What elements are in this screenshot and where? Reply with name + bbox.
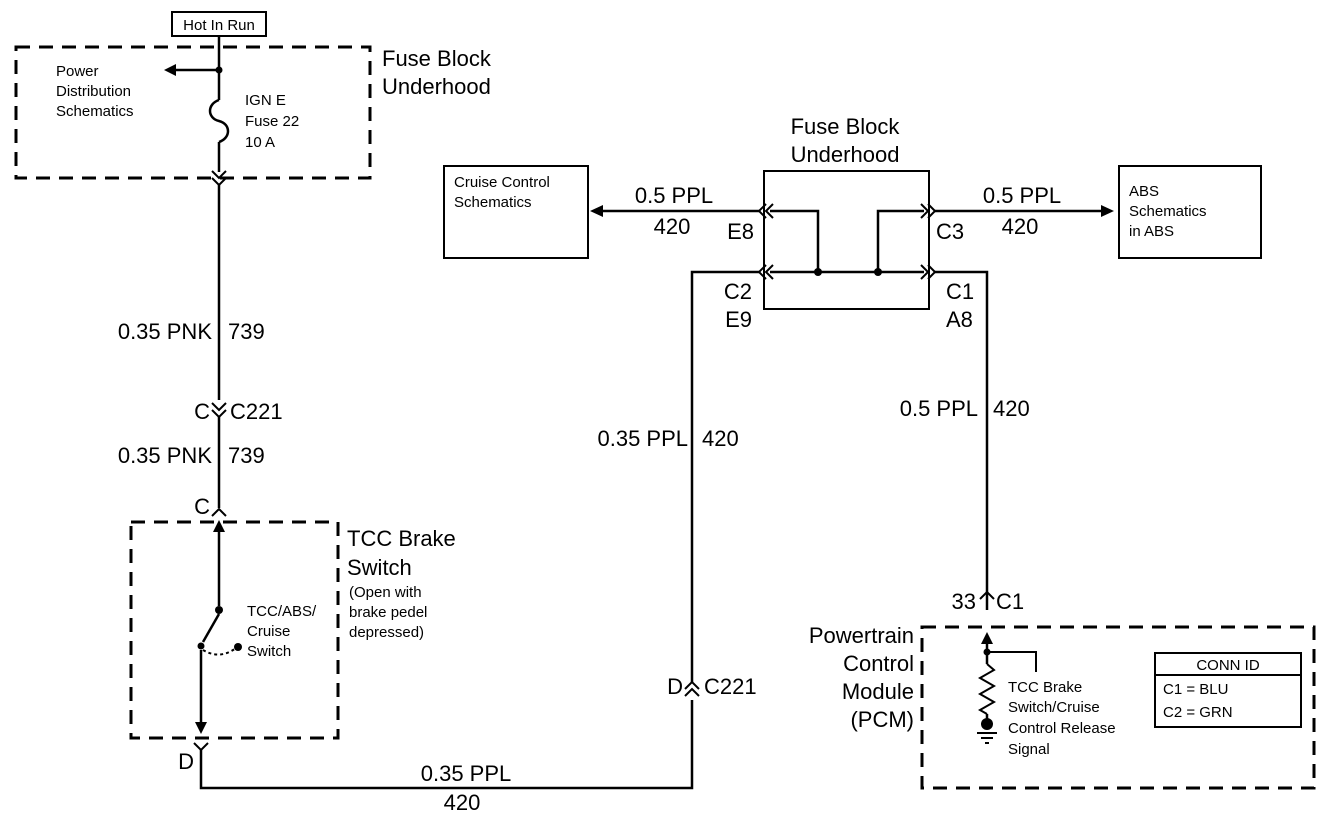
cruise-box-label-2: Schematics — [454, 194, 532, 211]
pcm-signal-label-4: Signal — [1008, 741, 1050, 758]
switch-blade-icon — [201, 613, 221, 643]
pcm-signal-label-3: Control Release — [1008, 720, 1116, 737]
switch-connector-c-icon — [211, 507, 227, 517]
tcc-switch-title-2: Switch — [347, 555, 412, 580]
resistor-icon — [977, 663, 997, 715]
tcc-switch-note-2: brake pedel — [349, 604, 427, 621]
arrow-left-icon — [590, 205, 603, 217]
connector-chevron-icon — [211, 170, 227, 180]
abs-box-label-1: ABS — [1129, 183, 1159, 200]
wire-mid-right-circuit: 420 — [993, 396, 1030, 421]
arrow-down-icon — [195, 722, 207, 734]
wire-mid-left-circuit: 420 — [702, 426, 739, 451]
splice-dot — [814, 268, 822, 276]
hot-in-run-label: Hot In Run — [171, 11, 267, 37]
cruise-box-label-1: Cruise Control — [454, 174, 550, 191]
switch-pivot-dot — [197, 642, 205, 650]
conn-id-title: CONN ID — [1196, 657, 1260, 674]
pcm-signal-label-1: TCC Brake — [1008, 679, 1082, 696]
wire-bottom-size-color: 0.35 PPL — [421, 761, 512, 786]
fuse-block-upper-subtitle: Underhood — [382, 74, 491, 99]
fuse-block-mid-title: Fuse Block — [791, 114, 901, 139]
pcm-title-2: Control — [843, 651, 914, 676]
tcc-switch-outline — [129, 520, 340, 740]
terminal-a8: A8 — [946, 307, 973, 332]
pcm-title-3: Module — [842, 679, 914, 704]
fuse-block-mid-subtitle: Underhood — [791, 142, 900, 167]
arrow-left-icon — [164, 64, 176, 76]
power-dist-label-3: Schematics — [56, 103, 134, 120]
terminal-c3-icon — [920, 203, 930, 219]
abs-box-label-2: Schematics — [1129, 203, 1207, 220]
pcm-signal-label-2: Switch/Cruise — [1008, 699, 1100, 716]
power-dist-label-1: Power — [56, 63, 99, 80]
tcc-switch-note-3: depressed) — [349, 624, 424, 641]
arrow-up-icon — [213, 520, 225, 532]
c221-lower-pin: D — [667, 674, 683, 699]
switch-travel-arc — [202, 647, 237, 656]
fuse-label-2: Fuse 22 — [245, 113, 299, 130]
terminal-c3: C3 — [936, 219, 964, 244]
wire-mid-left-size-color: 0.35 PPL — [597, 426, 688, 451]
conn-id-row-1: C1 = BLU — [1163, 681, 1228, 698]
wire-pnk-size-color-2: 0.35 PNK — [118, 443, 212, 468]
wire-left-top-size-color: 0.5 PPL — [635, 183, 713, 208]
switch-label-3: Switch — [247, 643, 291, 660]
c221-upper-pin: C — [194, 399, 210, 424]
pcm-title-4: (PCM) — [850, 707, 914, 732]
conn-id-row-2: C2 = GRN — [1163, 704, 1233, 721]
tcc-switch-title-1: TCC Brake — [347, 526, 456, 551]
arrow-up-icon — [981, 632, 993, 644]
terminal-c2: C2 — [724, 279, 752, 304]
fuse-label-3: 10 A — [245, 134, 275, 151]
wire-mid-right-size-color: 0.5 PPL — [900, 396, 978, 421]
wire-420-bottom — [199, 700, 694, 790]
switch-pin-d: D — [178, 749, 194, 774]
switch-connector-d-icon — [193, 742, 209, 752]
wire-bottom-circuit: 420 — [444, 790, 481, 815]
terminal-c1-icon — [920, 264, 930, 280]
terminal-c2-icon — [757, 264, 767, 280]
pcm-outline — [920, 625, 1316, 790]
terminal-e9: E9 — [725, 307, 752, 332]
terminal-e8: E8 — [727, 219, 754, 244]
arrow-right-icon — [1101, 205, 1114, 217]
wire-right-top-circuit: 420 — [1002, 214, 1039, 239]
fuse-block-upper-title: Fuse Block — [382, 46, 492, 71]
fuse-block-upper-outline — [14, 45, 372, 180]
wire-420-to-pcm — [935, 270, 989, 592]
fuse-block-mid-outline — [763, 170, 930, 310]
wire-left-top-circuit: 420 — [654, 214, 691, 239]
c221-lower-name: C221 — [704, 674, 757, 699]
connector-c221-lower-icon — [684, 687, 700, 697]
svg-text:Hot In Run: Hot In Run — [183, 17, 255, 34]
wire-right-top-size-color: 0.5 PPL — [983, 183, 1061, 208]
terminal-c1: C1 — [946, 279, 974, 304]
wire-pnk-size-color: 0.35 PNK — [118, 319, 212, 344]
switch-label-2: Cruise — [247, 623, 290, 640]
power-dist-label-2: Distribution — [56, 83, 131, 100]
wire-pnk-circuit: 739 — [228, 319, 265, 344]
switch-label-1: TCC/ABS/ — [247, 603, 317, 620]
wire-pnk-circuit-2: 739 — [228, 443, 265, 468]
abs-box-label-3: in ABS — [1129, 223, 1174, 240]
connector-c221-chevron-icon — [211, 402, 227, 412]
fuse-label-1: IGN E — [245, 92, 286, 109]
pcm-pin-connector: C1 — [996, 589, 1024, 614]
fuse-icon — [208, 98, 230, 144]
switch-contact-dot — [215, 606, 223, 614]
conn-id-table: CONN ID C1 = BLU C2 = GRN — [1154, 652, 1302, 728]
ground-node-icon — [981, 718, 993, 730]
pcm-title-1: Powertrain — [809, 623, 914, 648]
switch-pin-c: C — [194, 494, 210, 519]
c221-upper-name: C221 — [230, 399, 283, 424]
cruise-control-box — [443, 165, 589, 259]
pcm-pin-number: 33 — [952, 589, 976, 614]
wire-420-mid-left — [690, 270, 760, 682]
switch-contact-dot-2 — [234, 643, 242, 651]
abs-box — [1118, 165, 1262, 259]
tcc-switch-note-1: (Open with — [349, 584, 422, 601]
splice-dot — [874, 268, 882, 276]
